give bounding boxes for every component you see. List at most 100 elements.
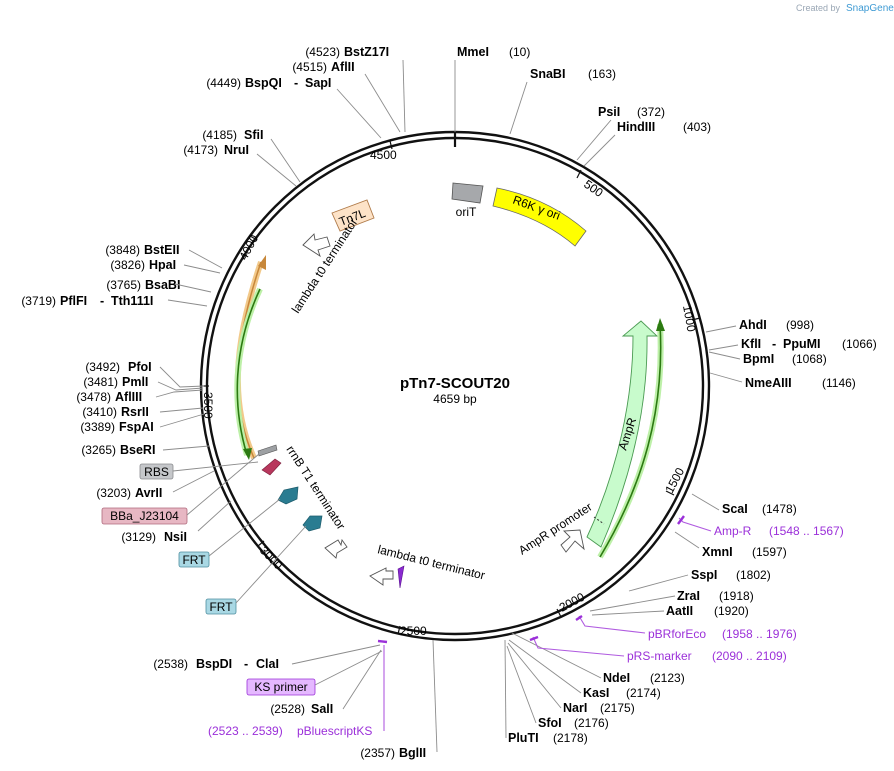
bba-j23104-marker[interactable] <box>257 444 278 457</box>
leader-sfii <box>270 138 301 183</box>
restriction-sites: (4523) BstZ17I (4515) AflII (4449) BspQI… <box>21 45 876 760</box>
green-feature-arc-left-core <box>236 288 261 456</box>
tick-label-1000: 1000 <box>680 304 698 333</box>
ampr-promoter-label: AmpR promoter <box>516 500 595 558</box>
frt2-leader-line <box>235 525 307 604</box>
primer-markers <box>377 515 712 731</box>
ks-primer-label-box[interactable] <box>246 678 316 696</box>
frt-arrow-1[interactable] <box>277 486 299 505</box>
site-aatii[interactable]: AatII <box>666 604 693 618</box>
site-afliii[interactable]: AflIII <box>115 390 142 404</box>
leader-lines <box>155 59 743 753</box>
site-pos-pfoi: (3492) <box>85 360 120 374</box>
site-fspai[interactable]: FspAI <box>119 420 154 434</box>
site-psii[interactable]: PsiI <box>598 105 620 119</box>
leader-xmni <box>674 531 700 549</box>
tick-1500 <box>665 490 675 496</box>
site-scai[interactable]: ScaI <box>722 502 748 516</box>
ampr-promoter-arrow[interactable] <box>560 529 585 553</box>
site-ndei[interactable]: NdeI <box>603 671 630 685</box>
ks-primer-marker[interactable] <box>397 565 405 589</box>
rrnb-terminator-arrow[interactable] <box>324 538 348 559</box>
tick-1000 <box>691 317 701 321</box>
r6k-ori-feature[interactable] <box>492 187 587 247</box>
site-bseri[interactable]: BseRI <box>120 443 155 457</box>
site-zrai[interactable]: ZraI <box>677 589 700 603</box>
site-snabi[interactable]: SnaBI <box>530 67 565 81</box>
primer-line-prs-marker <box>532 636 625 657</box>
site-pos-xmni: (1597) <box>752 545 787 559</box>
site-nmeaiii[interactable]: NmeAIII <box>745 376 792 390</box>
frt1-leader-line <box>208 498 281 557</box>
plasmid-name: pTn7-SCOUT20 <box>400 375 510 392</box>
site-nsii[interactable]: NsiI <box>164 530 187 544</box>
leader-pluti <box>504 639 507 739</box>
site-kfli[interactable]: KflI <box>741 337 761 351</box>
site-pos-bsabi: (3765) <box>106 278 141 292</box>
ks-primer-label: KS primer <box>254 680 307 694</box>
site-pos-bspqi: (4449) <box>206 76 241 90</box>
site-pos-nari: (2175) <box>600 701 635 715</box>
site-dash-pflfi: - <box>100 294 104 308</box>
site-hindiii[interactable]: HindIII <box>617 120 655 134</box>
site-bglii[interactable]: BglII <box>399 746 426 760</box>
rbs-label-box[interactable] <box>139 463 174 480</box>
site-bstz17i[interactable]: BstZ17I <box>344 45 389 59</box>
primer-amp-r[interactable]: Amp-R <box>714 524 752 538</box>
site-hpai[interactable]: HpaI <box>149 258 176 272</box>
rbs-arrow[interactable] <box>261 458 282 476</box>
leader-rsrii <box>159 407 204 413</box>
primer-prs-marker[interactable]: pRS-marker <box>627 649 692 663</box>
site-mmei[interactable]: MmeI <box>457 45 489 59</box>
leader-sspi <box>628 574 689 592</box>
lambda-t0-terminator-top-arrow[interactable] <box>302 233 331 258</box>
leader-nmeaiii <box>709 372 743 383</box>
leader-sali <box>342 649 382 710</box>
leader-ahdi <box>705 325 737 333</box>
orange-feature-arrowhead <box>258 255 266 270</box>
lambda-t0-terminator-bottom-arrow[interactable] <box>369 567 394 586</box>
site-pmli[interactable]: PmlI <box>122 375 148 389</box>
orit-feature[interactable] <box>451 182 484 204</box>
site-sapi[interactable]: SapI <box>305 76 331 90</box>
site-nari[interactable]: NarI <box>563 701 587 715</box>
frt-arrow-2[interactable] <box>302 515 323 532</box>
primer-pbrforeco[interactable]: pBRforEco <box>648 627 706 641</box>
site-bspdi[interactable]: BspDI <box>196 657 232 671</box>
site-bsteii[interactable]: BstEII <box>144 243 179 257</box>
primer-pbluescriptks[interactable]: pBluescriptKS <box>297 724 372 738</box>
site-xmni[interactable]: XmnI <box>702 545 733 559</box>
site-kasi[interactable]: KasI <box>583 686 609 700</box>
site-pluti[interactable]: PluTI <box>508 731 539 745</box>
site-sfoi[interactable]: SfoI <box>538 716 562 730</box>
site-bspqi[interactable]: BspQI <box>245 76 282 90</box>
site-clai[interactable]: ClaI <box>256 657 279 671</box>
site-pos-sfoi: (2176) <box>574 716 609 730</box>
primer-line-pbrforeco <box>578 615 646 634</box>
lambda-t0-terminator-top-label: lambda t0 terminator <box>289 216 361 316</box>
site-sspi[interactable]: SspI <box>691 568 717 582</box>
site-rsrii[interactable]: RsrII <box>121 405 149 419</box>
site-sali[interactable]: SalI <box>311 702 333 716</box>
leader-bsabi <box>174 283 212 293</box>
tn7l-feature[interactable] <box>331 199 375 232</box>
frt-label-box-2[interactable] <box>205 598 237 615</box>
site-pos-aflii: (4515) <box>292 60 327 74</box>
frt-label-box-1[interactable] <box>178 551 210 568</box>
site-nrui[interactable]: NruI <box>224 143 249 157</box>
site-bsabi[interactable]: BsaBI <box>145 278 180 292</box>
site-sfii[interactable]: SfiI <box>244 128 263 142</box>
leader-afliii <box>155 389 204 398</box>
leader-bspdi <box>291 644 381 665</box>
site-pflfi[interactable]: PflFI <box>60 294 87 308</box>
site-bpmi[interactable]: BpmI <box>743 352 774 366</box>
site-pfoi[interactable]: PfoI <box>128 360 152 374</box>
site-aflii[interactable]: AflII <box>331 60 355 74</box>
site-avrii[interactable]: AvrII <box>135 486 162 500</box>
bba-j23104-label-box[interactable] <box>101 507 188 525</box>
site-ppumi[interactable]: PpuMI <box>783 337 821 351</box>
site-tth111i[interactable]: Tth111I <box>111 294 153 308</box>
ampr-feature[interactable] <box>586 320 659 548</box>
site-ahdi[interactable]: AhdI <box>739 318 767 332</box>
